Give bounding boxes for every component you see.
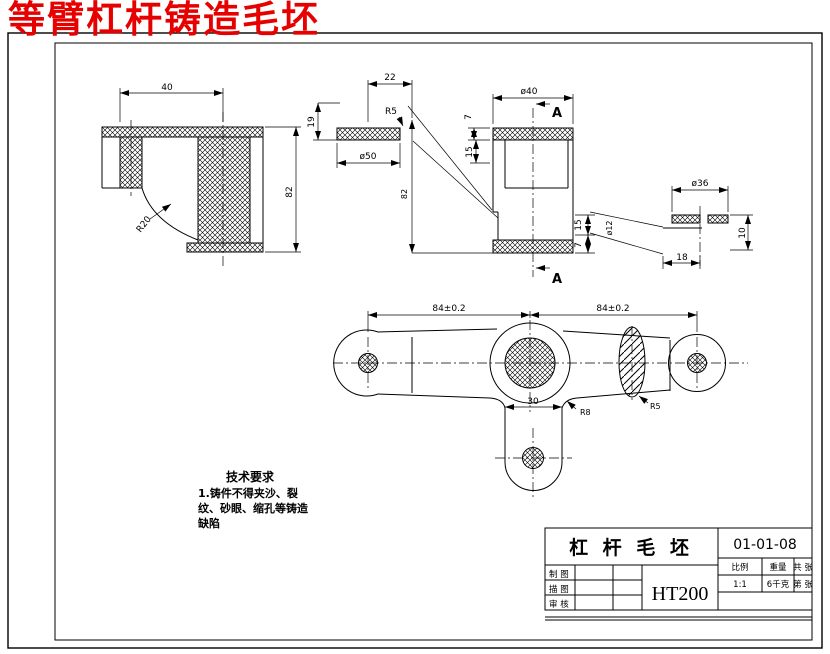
drawing-frame: [7, 32, 823, 649]
radius-r20-label: R20: [135, 215, 154, 235]
dim-detail-dia: ø36: [692, 179, 709, 189]
dim-aa-plate-dia: ø50: [360, 152, 377, 162]
radius-r5-label: R5: [385, 107, 397, 117]
dim-detail-width: 18: [676, 253, 688, 263]
dim-front-width: 40: [161, 83, 173, 93]
drawing-number: 01-01-08: [733, 537, 797, 553]
radius-r5-plan-label: R5: [650, 402, 661, 411]
row1-label: 制 图: [549, 569, 569, 580]
dim-aa-total-height: 82: [400, 189, 409, 199]
weight-value: 6千克: [767, 579, 790, 590]
dim-front-height: 82: [285, 186, 295, 197]
dim-aa-right-thk: 7: [574, 242, 584, 248]
scale-label: 比例: [731, 562, 748, 573]
dim-aa-plate-thk: 7: [464, 114, 474, 120]
tech-requirements: 技术要求 1.铸件不得夹沙、裂 纹、砂眼、缩孔等铸造 缺陷: [197, 469, 309, 530]
dim-aa-left-height: 19: [307, 116, 317, 128]
dim-aa-top-width: 22: [384, 73, 395, 83]
section-marker-a-top: A: [552, 106, 562, 121]
sheets-label: 共 张: [793, 563, 813, 573]
tech-req-heading: 技术要求: [226, 469, 275, 484]
radius-r8-label: R8: [580, 408, 591, 417]
dim-plan-left-arm: 84±0.2: [432, 304, 465, 314]
sheet-value: 第 张: [793, 579, 813, 590]
drawing-main-title: 等臂杠杆铸造毛坯: [8, 0, 320, 41]
view-plan: 84±0.2 84±0.2 30 R8 R5: [333, 304, 748, 498]
dim-aa-boss-dia: ø40: [521, 87, 538, 97]
tech-req-line1: 1.铸件不得夹沙、裂: [198, 486, 298, 500]
dim-detail-height: 10: [738, 227, 748, 239]
tech-req-line3: 缺陷: [197, 516, 220, 530]
dim-plan-arm-width: 30: [527, 397, 539, 407]
title-block: 杠 杆 毛 坯 01-01-08 比例 重量 共 张 1:1 6千克 第 张 制…: [544, 527, 813, 621]
dim-aa-right-step: 15: [574, 219, 584, 230]
view-front-section: 40 82 R20: [101, 83, 301, 266]
row3-label: 审 核: [549, 599, 569, 610]
material-value: HT200: [652, 583, 709, 605]
dim-aa-bore: ø12: [605, 220, 614, 235]
view-section-aa: 22 19 ø50 R5 82 ø40 A A: [307, 73, 614, 287]
weight-label: 重量: [769, 562, 787, 573]
part-name: 杠 杆 毛 坯: [569, 536, 693, 559]
section-marker-a-bottom: A: [552, 272, 562, 287]
view-end-detail: ø36 10 18: [589, 179, 753, 269]
scale-value: 1:1: [733, 580, 747, 590]
dim-plan-right-arm: 84±0.2: [596, 304, 629, 314]
row2-label: 描 图: [549, 584, 569, 595]
dim-aa-step: 15: [465, 146, 475, 157]
tech-req-line2: 纹、砂眼、缩孔等铸造: [198, 501, 309, 515]
